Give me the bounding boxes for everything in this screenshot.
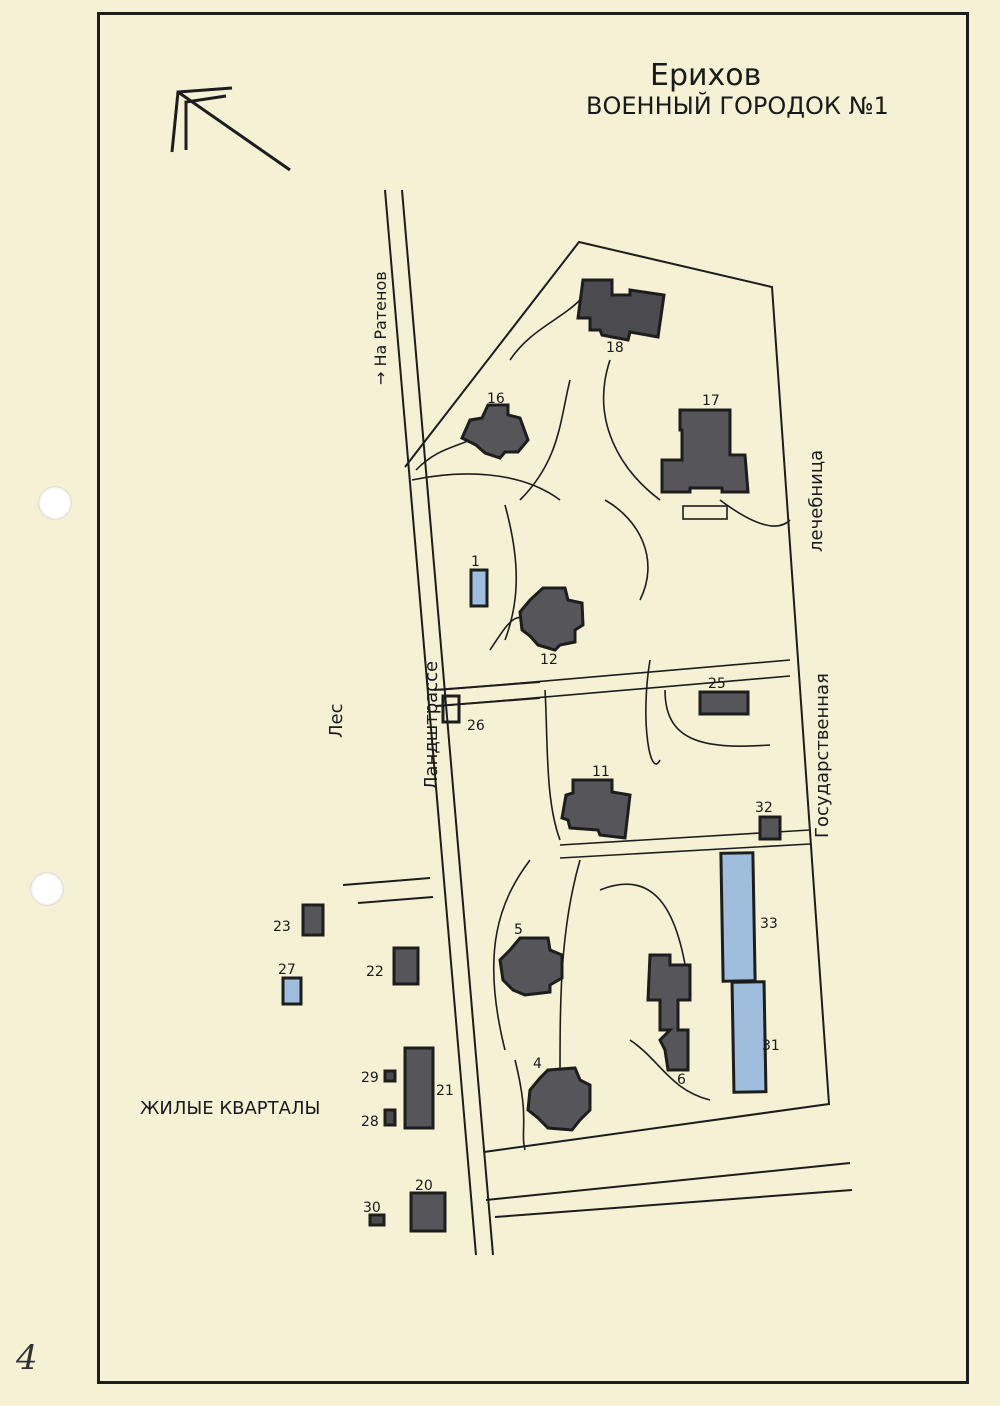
building-23 bbox=[301, 903, 325, 937]
label-building-29: 29 bbox=[361, 1070, 379, 1086]
building-5 bbox=[498, 936, 564, 997]
label-to-ratenow: → На Ратенов bbox=[371, 271, 390, 385]
building-6 bbox=[646, 953, 692, 1072]
label-hospital-line1: Государственная bbox=[812, 673, 833, 838]
label-building-32: 32 bbox=[755, 800, 773, 816]
building-17-annex bbox=[682, 505, 728, 520]
building-17 bbox=[660, 408, 750, 494]
label-building-16: 16 bbox=[487, 391, 505, 407]
label-building-28: 28 bbox=[361, 1114, 379, 1130]
label-building-27: 27 bbox=[278, 962, 296, 978]
label-hospital-line2: лечебница bbox=[806, 450, 827, 552]
punch-hole bbox=[30, 872, 64, 906]
building-numbers: 1 4 5 6 11 12 16 17 18 20 21 22 23 25 26… bbox=[273, 340, 780, 1216]
label-building-1: 1 bbox=[471, 554, 480, 570]
building-29 bbox=[383, 1069, 397, 1083]
label-building-26: 26 bbox=[467, 718, 485, 734]
building-32 bbox=[758, 815, 782, 841]
building-31 bbox=[730, 980, 768, 1094]
map-frame bbox=[97, 12, 969, 1384]
label-building-20: 20 bbox=[415, 1178, 433, 1194]
map-title: Ерихов bbox=[650, 58, 762, 93]
label-building-25: 25 bbox=[708, 676, 726, 692]
page-number: 4 bbox=[16, 1338, 38, 1378]
label-building-23: 23 bbox=[273, 919, 291, 935]
label-residential: жилые кварталы bbox=[140, 1098, 321, 1119]
building-25 bbox=[698, 690, 750, 716]
label-building-6: 6 bbox=[677, 1072, 686, 1088]
building-30 bbox=[368, 1213, 386, 1227]
label-building-33: 33 bbox=[760, 916, 778, 932]
label-building-17: 17 bbox=[702, 393, 720, 409]
building-11 bbox=[560, 778, 632, 840]
building-16 bbox=[460, 403, 530, 460]
building-20 bbox=[409, 1191, 447, 1233]
label-building-12: 12 bbox=[540, 652, 558, 668]
building-28 bbox=[383, 1108, 397, 1127]
punch-hole bbox=[38, 486, 72, 520]
building-33 bbox=[719, 851, 757, 983]
building-4 bbox=[526, 1066, 592, 1132]
building-26 bbox=[441, 694, 461, 724]
label-road: Ландштрассе bbox=[421, 661, 442, 790]
building-18 bbox=[576, 278, 666, 342]
park-paths bbox=[411, 299, 811, 1151]
label-building-5: 5 bbox=[514, 922, 523, 938]
label-building-30: 30 bbox=[363, 1200, 381, 1216]
building-22 bbox=[392, 946, 420, 986]
map-subtitle: Военный городок №1 bbox=[586, 92, 889, 120]
building-27 bbox=[281, 976, 303, 1006]
label-building-11: 11 bbox=[592, 764, 610, 780]
label-building-21: 21 bbox=[436, 1083, 454, 1099]
label-building-4: 4 bbox=[533, 1056, 542, 1072]
label-forest: Лес bbox=[326, 703, 347, 738]
buildings bbox=[281, 278, 782, 1233]
building-12 bbox=[518, 586, 585, 652]
building-21 bbox=[403, 1046, 435, 1130]
building-1 bbox=[469, 568, 489, 608]
north-arrow-icon bbox=[170, 86, 291, 172]
label-building-22: 22 bbox=[366, 964, 384, 980]
label-building-31: 31 bbox=[762, 1038, 780, 1054]
hospital-grounds bbox=[404, 240, 831, 1153]
label-building-18: 18 bbox=[606, 340, 624, 356]
